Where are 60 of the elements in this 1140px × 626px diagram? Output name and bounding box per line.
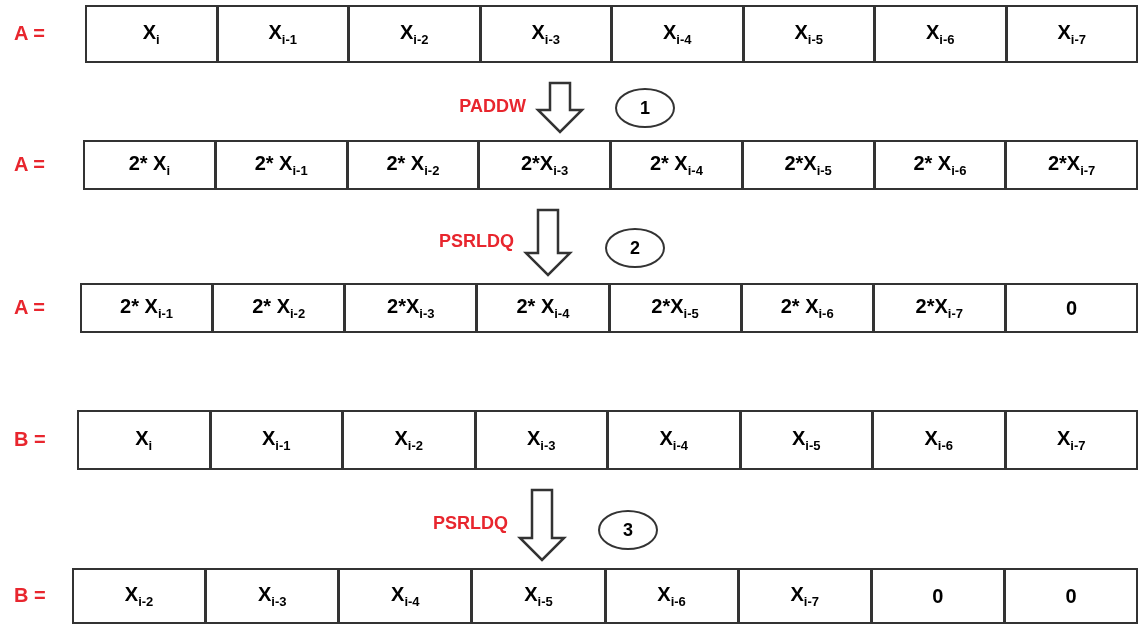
register-value: X$_{i-7}$ bbox=[1057, 427, 1086, 453]
register-value: X$_{i-3}$ bbox=[527, 427, 556, 453]
step-number: 2 bbox=[630, 237, 640, 259]
register-value: 2* X$_{i-2}$ bbox=[252, 295, 306, 321]
register-name: A = bbox=[14, 153, 45, 176]
register-row bbox=[80, 283, 1138, 333]
step-circle bbox=[605, 228, 665, 268]
register-row bbox=[72, 568, 1138, 624]
register-value: X$_{i-1}$ bbox=[268, 21, 297, 47]
register-value: X$_{i-2}$ bbox=[124, 583, 154, 609]
hollow-arrow bbox=[517, 488, 567, 562]
register-value: X$_{i-6}$ bbox=[924, 427, 953, 453]
register-value: 0 bbox=[1065, 584, 1077, 608]
register-value: X$_{i-1}$ bbox=[262, 427, 291, 453]
register-value: 2* X$_{i-1}$ bbox=[120, 295, 174, 321]
register-name: A = bbox=[14, 22, 45, 45]
register-value: 0 bbox=[932, 584, 944, 608]
register-name: A = bbox=[14, 296, 45, 319]
register-value: 2* X$_{i-4}$ bbox=[516, 295, 570, 321]
register-name: B = bbox=[14, 584, 46, 607]
hollow-arrow bbox=[523, 208, 573, 277]
register-row bbox=[85, 5, 1138, 63]
register-row bbox=[77, 410, 1138, 470]
register-name: B = bbox=[14, 428, 46, 451]
register-value: 2* X$_{i-1}$ bbox=[254, 152, 308, 178]
register-value: 2* X$_{i-6}$ bbox=[780, 295, 834, 321]
register-value: X$_{i-4}$ bbox=[391, 583, 420, 609]
register-value: X$_{i-2}$ bbox=[400, 21, 429, 47]
hollow-arrow bbox=[535, 81, 585, 134]
register-value: X$_{i-5}$ bbox=[524, 583, 553, 609]
register-value: 2* X$_{i-6}$ bbox=[913, 152, 967, 178]
register-value: X$_{i}$ bbox=[135, 427, 153, 453]
register-row bbox=[83, 140, 1138, 190]
register-value: X$_{i-7}$ bbox=[1057, 21, 1086, 47]
register-value: 2*X$_{i-3}$ bbox=[387, 295, 435, 321]
register-value: 2* X$_{i}$ bbox=[128, 152, 171, 178]
register-value: 0 bbox=[1065, 296, 1077, 320]
step-circle bbox=[598, 510, 658, 550]
step-number: 1 bbox=[640, 97, 650, 119]
register-value: X$_{i}$ bbox=[142, 21, 160, 47]
register-value: 2* X$_{i-2}$ bbox=[386, 152, 440, 178]
register-value: 2*X$_{i-5}$ bbox=[651, 295, 699, 321]
register-value: X$_{i-6}$ bbox=[657, 583, 686, 609]
register-value: X$_{i-7}$ bbox=[790, 583, 819, 609]
register-value: 2*X$_{i-7}$ bbox=[915, 295, 963, 321]
step-number: 3 bbox=[623, 519, 633, 541]
register-value: X$_{i-6}$ bbox=[926, 21, 955, 47]
register-value: 2*X$_{i-7}$ bbox=[1047, 152, 1096, 178]
register-value: 2*X$_{i-5}$ bbox=[784, 152, 832, 178]
register-value: X$_{i-3}$ bbox=[531, 21, 560, 47]
register-value: 2*X$_{i-3}$ bbox=[520, 152, 569, 178]
register-value: X$_{i-5}$ bbox=[792, 427, 821, 453]
instruction-label: PSRLDQ bbox=[433, 513, 508, 534]
register-value: X$_{i-2}$ bbox=[394, 427, 423, 453]
register-value: X$_{i-3}$ bbox=[257, 583, 287, 609]
register-value: X$_{i-4}$ bbox=[659, 427, 688, 453]
register-value: X$_{i-5}$ bbox=[794, 21, 823, 47]
register-value: X$_{i-4}$ bbox=[663, 21, 692, 47]
register-value: 2* X$_{i-4}$ bbox=[649, 152, 703, 178]
step-circle bbox=[615, 88, 675, 128]
